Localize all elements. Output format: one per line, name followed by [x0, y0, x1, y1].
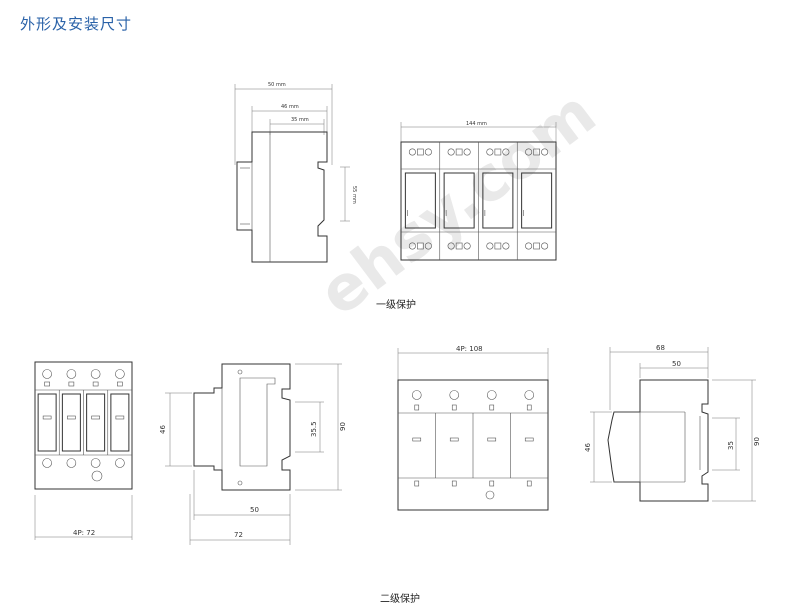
level2-left-height-left-label: 46 — [159, 425, 167, 434]
level2-right-width-inner-label: 50 — [672, 360, 681, 368]
caption-level1: 一级保护 — [376, 300, 416, 311]
level2-left-width-total-label: 72 — [234, 531, 243, 539]
level2-left-side-view: 46 35.5 90 50 72 — [159, 363, 347, 545]
level2-right-height-left-label: 46 — [584, 443, 592, 452]
level1-height-label: 55 mm — [351, 186, 357, 204]
level2-left-front-width-label: 4P: 72 — [73, 529, 95, 537]
level2-left-width-inner-label: 50 — [250, 506, 259, 514]
level1-side-view: 50 mm 46 mm 35 mm 55 mm — [234, 82, 357, 263]
level1-width-mid-label: 46 mm — [281, 104, 299, 110]
level2-right-height-total-label: 90 — [753, 437, 761, 446]
level2-right-width-total-label: 68 — [656, 344, 665, 352]
level2-right-height-inner-label: 35 — [727, 441, 735, 450]
caption-level2: 二级保护 — [380, 594, 420, 605]
level1-front-view: 144 mm — [400, 121, 557, 261]
level1-width-inner-label: 35 mm — [291, 117, 309, 123]
level1-width-outer-label: 50 mm — [268, 82, 286, 88]
level2-left-height-total-label: 90 — [339, 422, 347, 431]
level2-right-front-view: 4P: 108 — [397, 345, 549, 511]
watermark: ehsy.com — [305, 76, 609, 330]
level2-left-height-inner-label: 35.5 — [310, 421, 318, 437]
level2-left-front-view: 4P: 72 — [34, 361, 133, 540]
page-title: 外形及安装尺寸 — [20, 15, 133, 33]
level2-right-side-view: 68 50 46 35 90 — [584, 344, 761, 502]
level1-front-width-label: 144 mm — [466, 121, 487, 127]
level2-right-front-width-label: 4P: 108 — [456, 345, 483, 353]
